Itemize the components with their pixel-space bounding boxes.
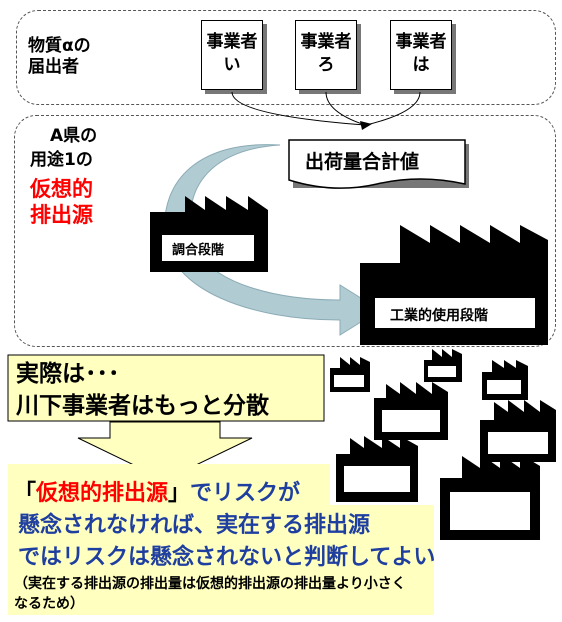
- total-doc: [288, 139, 466, 189]
- conclusion-line3: ではリスクは懸念されないと判断してよい: [18, 545, 436, 570]
- business-ha-doc: 事業者 は: [390, 20, 452, 90]
- virtual-source-label: 仮想的 排出源: [30, 177, 93, 228]
- close-quote: 」: [168, 481, 191, 506]
- industrial-stage-label: 工業的使用段階: [390, 308, 488, 324]
- conclusion-note: （実在する排出源の排出量は仮想的排出源の排出量より小さく なるため）: [14, 576, 406, 612]
- use-label: 用途1の: [30, 150, 93, 170]
- total-value-label: 出荷量合計値: [305, 151, 420, 173]
- connector-ro: [325, 91, 366, 126]
- connector-ha: [365, 91, 421, 126]
- business-i-text: 事業者 い: [206, 32, 258, 75]
- notifier-group-box: [16, 10, 556, 105]
- reality-box: [7, 354, 325, 422]
- conclusion-line1: 「仮想的排出源」でリスクが: [14, 478, 300, 510]
- reality-line2: 川下事業者はもっと分散: [16, 393, 269, 419]
- conclusion-line2: 懸念されなければ、実在する排出源: [18, 513, 371, 538]
- down-arrow: [77, 421, 253, 481]
- open-quote: 「: [14, 481, 37, 506]
- conclusion-background: [8, 464, 434, 615]
- business-ro-text: 事業者 ろ: [300, 32, 352, 75]
- reality-line1: 実際は･･･: [16, 361, 120, 387]
- scattered-factories: [330, 349, 556, 540]
- connector-i: [231, 91, 366, 126]
- business-i-doc: 事業者 い: [201, 20, 263, 90]
- prefecture-label: A県の: [50, 126, 98, 146]
- business-ro-doc: 事業者 ろ: [295, 20, 357, 90]
- business-ha-text: 事業者 は: [395, 32, 447, 75]
- notifier-label: 物質αの 届出者: [28, 36, 91, 78]
- connector-arrowhead: [360, 121, 372, 130]
- virtual-source-term: 仮想的排出源: [36, 481, 169, 506]
- factory-small-2: [424, 349, 462, 382]
- conclusion-line1-rest: でリスクが: [190, 481, 301, 506]
- blend-stage-label: 調合段階: [172, 243, 225, 258]
